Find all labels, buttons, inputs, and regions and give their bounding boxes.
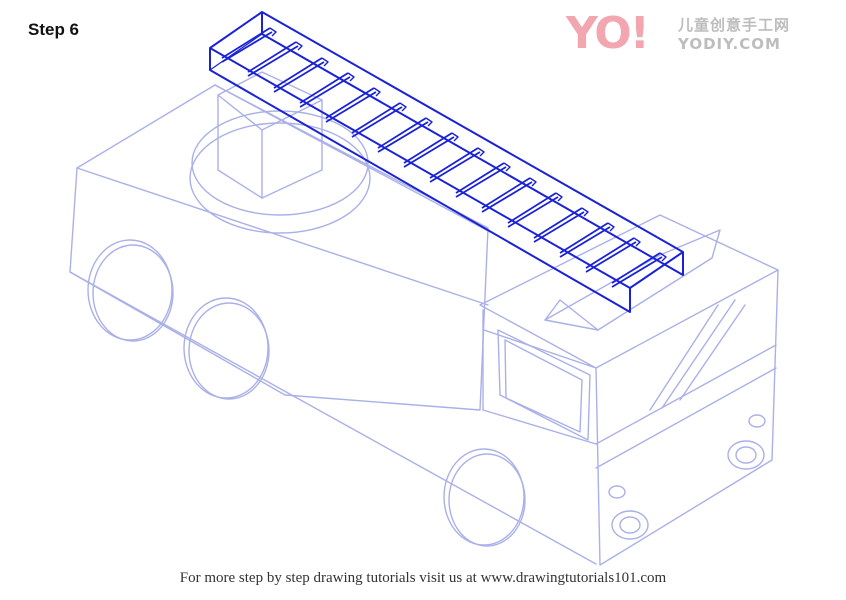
truck-guide-sketch bbox=[69, 71, 779, 566]
footer-credit: For more step by step drawing tutorials … bbox=[179, 570, 667, 586]
logo-mark: YO! bbox=[566, 8, 650, 59]
logo-chinese-text: 儿童创意手工网 bbox=[678, 16, 791, 34]
step-label: Step 6 bbox=[28, 20, 80, 39]
logo-url-text: YODIY.COM bbox=[678, 35, 781, 53]
ladder bbox=[209, 11, 684, 313]
ladder-rung-caps bbox=[269, 27, 667, 262]
ladder-rungs bbox=[221, 27, 663, 288]
site-logo: YO! 儿童创意手工网 YODIY.COM bbox=[566, 10, 806, 60]
